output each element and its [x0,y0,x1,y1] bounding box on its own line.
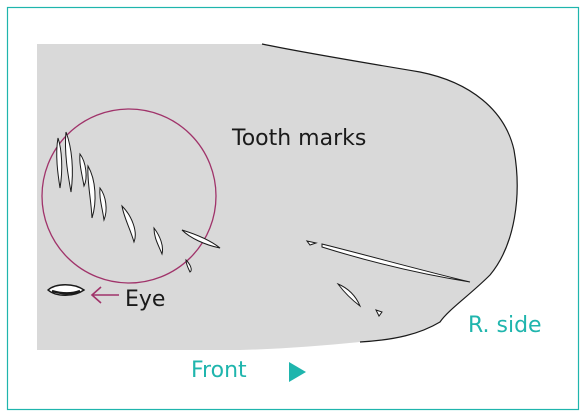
tooth-marks-label: Tooth marks [232,128,366,150]
right-side-label: R. side [468,315,542,337]
eye-label: Eye [125,289,165,311]
front-label: Front [191,360,247,382]
specimen-body [37,44,517,350]
